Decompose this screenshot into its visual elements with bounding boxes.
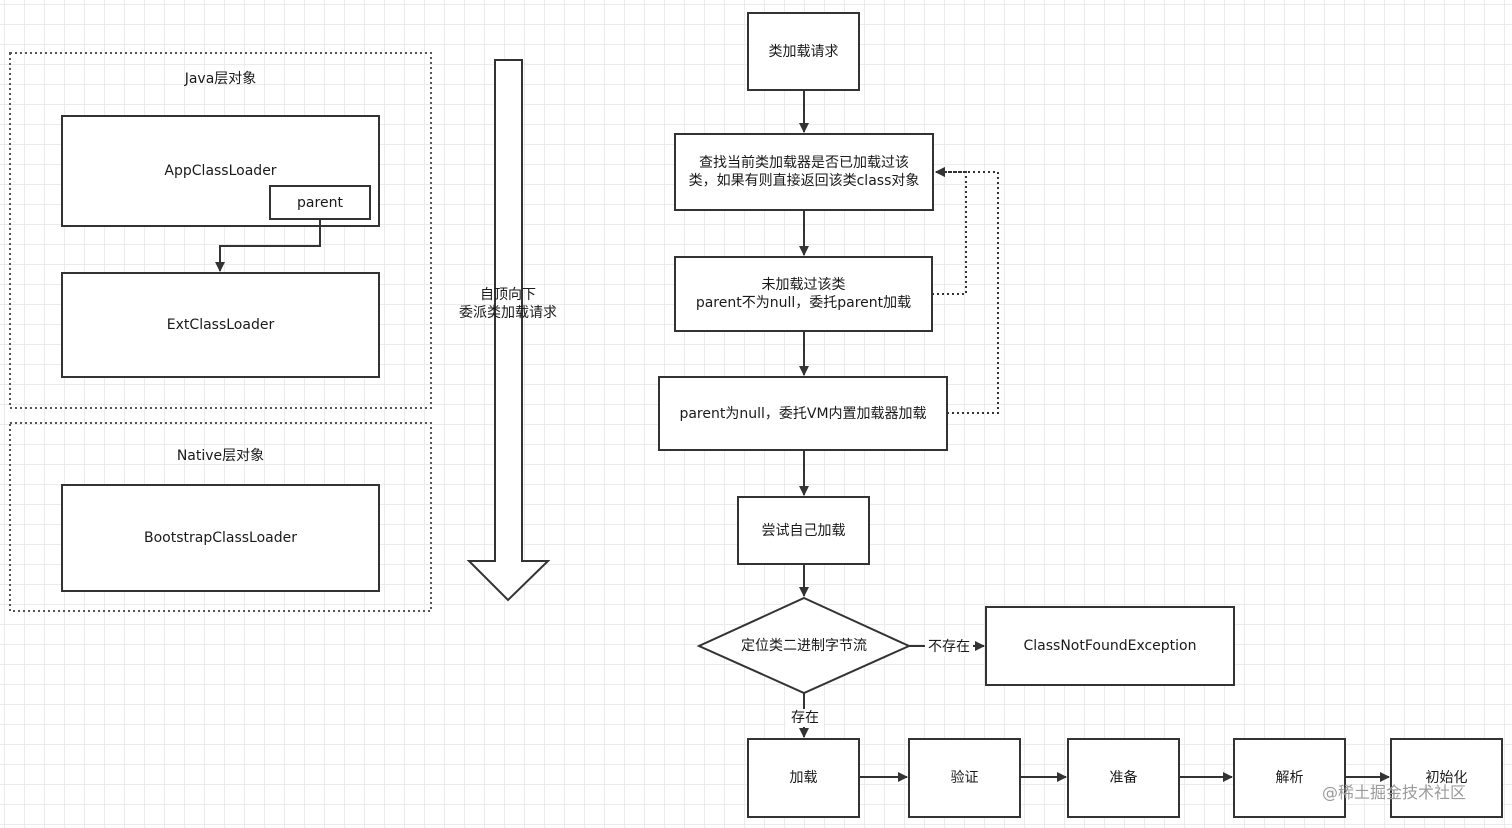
request-label: 类加载请求 — [768, 43, 839, 60]
java-layer-title: Java层对象 — [184, 71, 257, 87]
feedback-notloaded-to-check — [932, 167, 967, 295]
locate-bytes-label: 定位类二进制字节流 — [741, 637, 867, 654]
native-layer-title: Native层对象 — [176, 448, 265, 464]
phase-box-verify — [908, 738, 1021, 818]
not-loaded-label: 未加载过该类 parent不为null，委托parent加载 — [695, 277, 912, 311]
parent-to-ext-arrow — [215, 219, 321, 272]
not-exist-label: 不存在 — [925, 638, 973, 656]
java-layer-group — [9, 52, 432, 409]
try-self-box — [737, 496, 870, 565]
exist-label: 存在 — [786, 709, 824, 727]
ext-classloader-label: ExtClassLoader — [166, 317, 275, 333]
request-box — [747, 12, 860, 91]
exception-label: ClassNotFoundException — [1023, 638, 1197, 654]
feedback-parentnull-to-check — [935, 167, 999, 414]
phase-box-load — [747, 738, 860, 818]
ext-classloader-box — [61, 272, 380, 378]
not-loaded-box — [674, 256, 933, 332]
check-loaded-label: 查找当前类加载器是否已加载过该 类，如果有则直接返回该类class对象 — [688, 155, 920, 189]
phase-box-init — [1390, 738, 1503, 818]
exception-box — [985, 606, 1235, 686]
phase-label-load: 加载 — [789, 770, 818, 786]
phase-label-verify: 验证 — [950, 770, 979, 786]
parent-null-box — [658, 376, 948, 451]
native-layer-group — [9, 422, 432, 612]
app-classloader-label: AppClassLoader — [164, 163, 277, 179]
delegation-arrow-label: 自顶向下 委派类加载请求 — [459, 287, 557, 321]
try-self-label: 尝试自己加载 — [761, 522, 846, 539]
bootstrap-classloader-box — [61, 484, 380, 592]
phase-label-init: 初始化 — [1425, 770, 1468, 786]
phase-label-prepare: 准备 — [1109, 770, 1138, 786]
parent-label: parent — [297, 194, 343, 211]
check-loaded-box — [674, 133, 934, 211]
phase-box-prepare — [1067, 738, 1180, 818]
bootstrap-classloader-label: BootstrapClassLoader — [143, 530, 297, 546]
watermark: @稀土掘金技术社区 — [1322, 783, 1467, 802]
parent-null-label: parent为null，委托VM内置加载器加载 — [679, 405, 927, 422]
phase-box-resolve — [1233, 738, 1346, 818]
delegation-down-arrow — [466, 59, 551, 602]
phase-label-resolve: 解析 — [1275, 770, 1304, 786]
